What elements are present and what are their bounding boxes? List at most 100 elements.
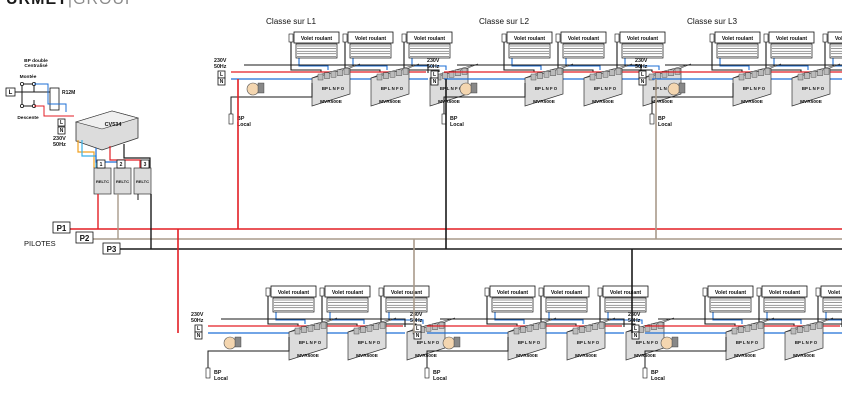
bp-local-label-2-1: Local (237, 122, 251, 128)
volet-wire-black-1 (758, 292, 795, 326)
supply-n-6-box (631, 331, 640, 340)
volet-motor (702, 287, 708, 297)
volet-roulant-11: Volet roulant (763, 31, 815, 59)
module-terminal (337, 69, 343, 77)
module-terminals-label: BP L N F O (636, 340, 659, 345)
class-label-2: Classe sur L2 (479, 17, 530, 26)
relay-num-3-box (140, 159, 150, 169)
module-terminal (758, 69, 764, 77)
supply-voltage-3: 230V (635, 58, 648, 64)
volet-header (820, 285, 842, 298)
volet-motor (538, 287, 544, 297)
module-terminal (442, 72, 448, 79)
relay-num-2-box (116, 159, 126, 169)
pushbutton-icon (667, 82, 681, 96)
supply-freq-4: 50Hz (191, 318, 204, 324)
bp-local-label-2-6: Local (651, 376, 665, 382)
module-terminal (455, 69, 461, 77)
volet-label: Volet roulant (301, 36, 333, 42)
supply-l-5: L (416, 326, 419, 332)
central-wire-red (34, 105, 74, 117)
module-terminal (823, 68, 830, 75)
volet-header (347, 31, 394, 44)
volet-motor (501, 33, 507, 43)
pilot-label-p3-box (102, 242, 121, 255)
volet-motor (815, 287, 821, 297)
volet-roulant-18: Volet roulant (597, 285, 649, 313)
volet-header (293, 31, 340, 44)
supply-freq-5: 50Hz (410, 318, 423, 324)
volet-header (489, 285, 536, 298)
module-terminal (615, 68, 622, 75)
supply-l-3: L (641, 72, 644, 78)
relay-num-2: 2 (120, 162, 123, 168)
bp-local-contact (649, 113, 655, 125)
volet-wire-black-1 (540, 292, 577, 326)
volet-label: Volet roulant (769, 290, 801, 296)
module-terminal (757, 322, 764, 329)
module-terminal (651, 323, 657, 330)
module-terminal (366, 325, 373, 332)
volet-wire-black-0 (267, 292, 299, 326)
switch-up (21, 83, 35, 92)
volet-roulant-17: Volet roulant (538, 285, 590, 313)
bp-local-label-2-2: Local (450, 122, 464, 128)
module-terminal (533, 323, 539, 330)
relay-module-label-1: RELTC (96, 179, 109, 184)
module-terminal (520, 326, 526, 333)
relay-num-1-box (96, 159, 106, 169)
supply-n-2: N (433, 79, 437, 85)
module-terminal (539, 322, 546, 329)
volet-wire-blue-1 (548, 312, 584, 324)
module-terminal (389, 70, 396, 78)
bp-local-contact (424, 367, 430, 379)
volet-label: Volet roulant (568, 36, 600, 42)
controller-l-label: L (60, 120, 63, 126)
bp-local-wire (426, 337, 509, 368)
module-terminal (396, 69, 402, 77)
volet-roulant-6: Volet roulant (401, 31, 453, 59)
module-label: MVR500E (356, 353, 379, 359)
volet-wire-blue-0 (719, 58, 750, 70)
volet-roulant-14: Volet roulant (319, 285, 371, 313)
controller-label: CV534 (105, 122, 123, 128)
module-terminal (556, 68, 563, 75)
volet-label: Volet roulant (355, 36, 387, 42)
central-l-label: L (9, 90, 13, 96)
supply-n-4: N (197, 333, 201, 339)
module-terminals-label: BP L N F O (743, 86, 766, 91)
volet-roulant-7: Volet roulant (501, 31, 553, 59)
module-terminal (797, 73, 804, 81)
module-terminals-label: BP L N F O (299, 340, 322, 345)
module-terminal (738, 73, 745, 81)
module-terminal (324, 72, 330, 79)
controller-cv534: CV534 (74, 110, 140, 151)
bp-local-wire (207, 337, 290, 368)
switch-plate-icon (257, 82, 265, 94)
module-terminal (294, 327, 301, 335)
supply-ctrl-bus (457, 64, 642, 73)
bp-local-label-1-4: BP (214, 370, 222, 376)
supply-freq-6: 50Hz (628, 318, 641, 324)
supply-n-4-box (194, 331, 203, 340)
bp-local-contact (205, 367, 211, 379)
switch-plate-icon (678, 82, 686, 94)
volet-label: Volet roulant (414, 36, 446, 42)
harness-black (123, 144, 151, 168)
module-terminal (376, 73, 383, 81)
volet-motor (319, 287, 325, 297)
bp-local-contact (228, 113, 234, 125)
pilot-label-p1-box (52, 221, 71, 234)
volet-roulant-8: Volet roulant (555, 31, 607, 59)
relay-num-1: 1 (100, 162, 103, 168)
volet-motor (555, 33, 561, 43)
bp-double-label: BP double (24, 58, 48, 64)
module-label: MVR500E (741, 99, 764, 105)
bp-local-label-2-5: Local (433, 376, 447, 382)
module-terminal (655, 72, 661, 79)
module-terminal (810, 323, 816, 330)
supply-l-1: L (220, 72, 223, 78)
